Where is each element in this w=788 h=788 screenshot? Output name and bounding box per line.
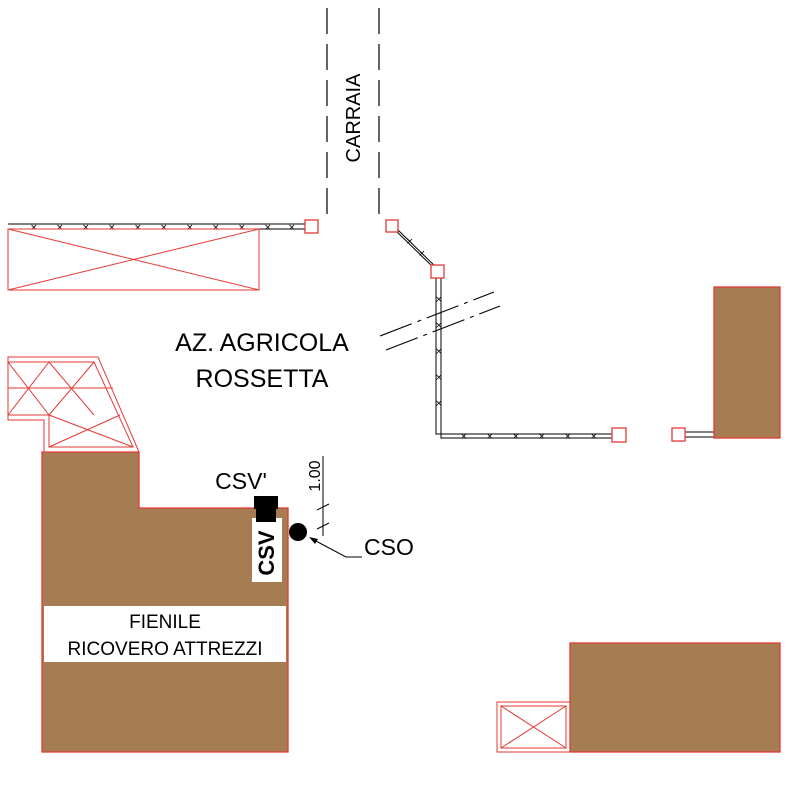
cso-label: CSO (364, 534, 414, 560)
building-label-line1: FIENILE (129, 612, 201, 633)
svg-text:×: × (486, 432, 494, 442)
svg-text:×: × (418, 249, 426, 259)
svg-text:×: × (435, 347, 443, 357)
company-label-line2: ROSSETTA (196, 365, 329, 393)
fence-right: × × × × × × × × × × × × × (385, 219, 627, 443)
fence-far-right (671, 427, 714, 442)
fence-right-marks: × × × × × × × × × × × × × (406, 237, 598, 442)
building-label-line2: RICOVERO ATTREZZI (68, 639, 263, 660)
svg-text:×: × (160, 223, 168, 233)
svg-text:×: × (30, 223, 38, 233)
svg-text:×: × (538, 432, 546, 442)
dimension-line (316, 456, 330, 536)
cso-marker (289, 523, 307, 541)
svg-text:×: × (590, 432, 598, 442)
fence-post (304, 219, 319, 234)
road-carraia: CARRAIA (326, 8, 380, 218)
csv-label: CSV (254, 530, 279, 576)
cso-leader (313, 539, 362, 558)
svg-text:×: × (460, 432, 468, 442)
svg-text:×: × (212, 223, 220, 233)
fence-post (430, 264, 445, 279)
svg-text:×: × (435, 321, 443, 331)
svg-text:×: × (564, 432, 572, 442)
road-label: CARRAIA (343, 73, 365, 163)
boundary-line (379, 291, 501, 351)
csv-prime-label: CSV' (215, 468, 267, 494)
svg-text:×: × (264, 223, 272, 233)
building-fienile (41, 451, 289, 753)
svg-text:×: × (435, 295, 443, 305)
csv-label-box (252, 518, 282, 582)
canopy-bottom-right (496, 701, 571, 753)
svg-text:×: × (82, 223, 90, 233)
svg-text:×: × (56, 223, 64, 233)
svg-text:×: × (108, 223, 116, 233)
company-label-line1: AZ. AGRICOLA (175, 329, 349, 357)
svg-text:×: × (238, 223, 246, 233)
canopy-top-left (7, 228, 260, 291)
svg-text:×: × (435, 399, 443, 409)
dimension-label: 1.00 (307, 460, 324, 491)
fence-post (611, 427, 627, 443)
building-right (713, 286, 781, 439)
building-label-box (44, 606, 286, 662)
svg-text:×: × (406, 237, 414, 247)
fence-left-marks: × × × × × × × × × × × (30, 223, 296, 233)
svg-text:×: × (512, 432, 520, 442)
svg-text:×: × (186, 223, 194, 233)
csv-prime-marker (254, 496, 278, 509)
fence-post (671, 427, 686, 442)
svg-text:×: × (288, 223, 296, 233)
csv-marker (256, 509, 276, 522)
svg-text:×: × (435, 373, 443, 383)
fence-post (385, 219, 399, 233)
building-bottom-right (569, 642, 781, 753)
svg-text:×: × (134, 223, 142, 233)
cso-arrowhead (309, 537, 318, 544)
